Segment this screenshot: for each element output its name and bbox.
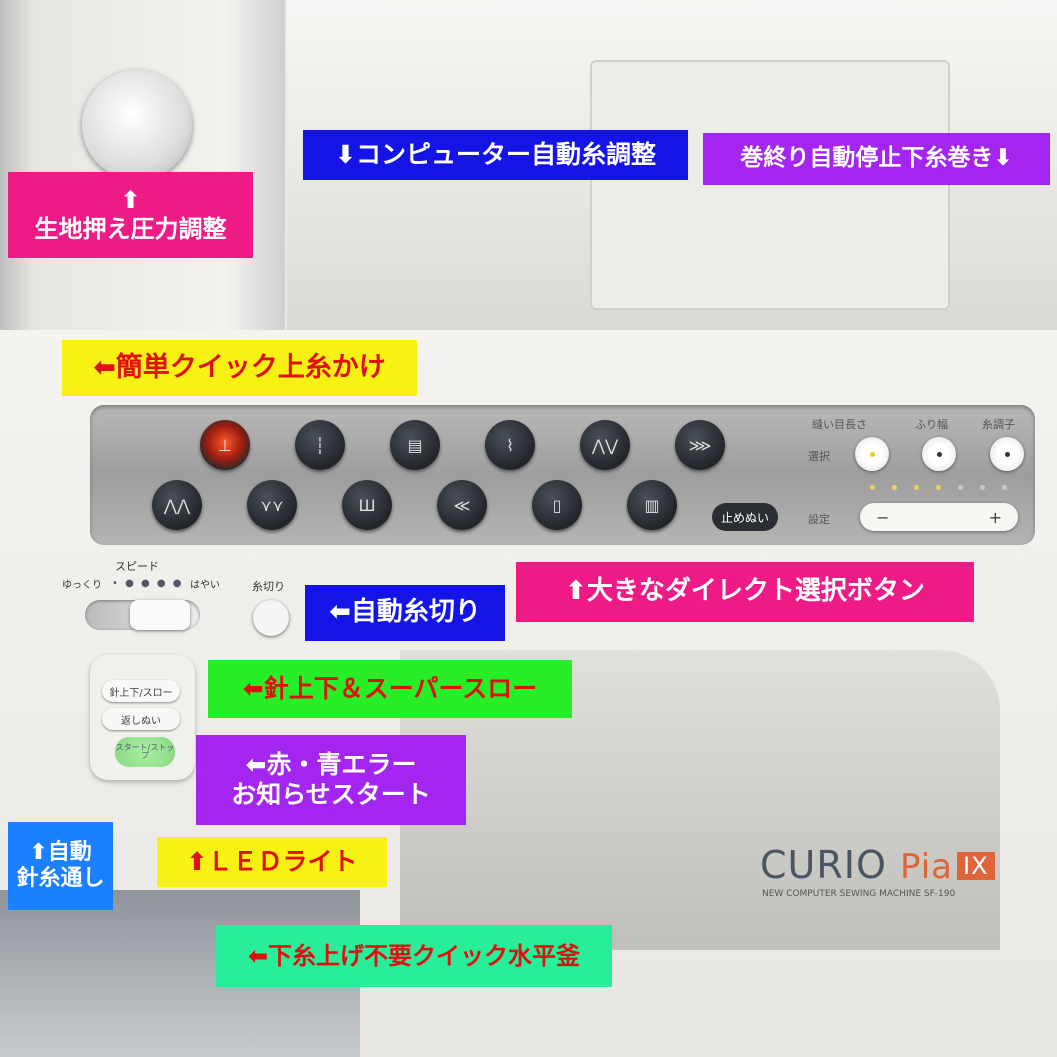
reverse-button[interactable]: 返しぬい xyxy=(102,708,180,730)
stitch-length-label: 縫い目長さ xyxy=(812,418,867,431)
stitch-button[interactable]: ⋀⋁ xyxy=(580,420,630,470)
speed-slow-label: ゆっくり xyxy=(62,580,102,591)
start-stop-button[interactable]: スタート/ストップ xyxy=(115,737,175,767)
label-needle-updown: ⬅針上下＆スーパースロー xyxy=(208,660,572,718)
tension-select-button[interactable] xyxy=(990,437,1024,471)
level-led xyxy=(1002,485,1007,490)
lock-stitch-button[interactable]: 止めぬい xyxy=(712,503,778,531)
width-select-button[interactable] xyxy=(922,437,956,471)
label-presser-foot-pressure: ⬆生地押え圧力調整 xyxy=(8,172,253,258)
thread-cut-button[interactable] xyxy=(253,600,289,636)
brand-tagline: NEW COMPUTER SEWING MACHINE SF-190 xyxy=(762,889,956,899)
select-label: 選択 xyxy=(808,450,830,463)
label-needle-threader: ⬆自動針糸通し xyxy=(8,822,113,910)
stitch-button[interactable]: ▥ xyxy=(627,480,677,530)
stitch-button[interactable]: ⋎⋎ xyxy=(247,480,297,530)
label-bobbin-winder: 巻終り自動停止下糸巻き⬇ xyxy=(703,133,1050,185)
level-led xyxy=(980,485,985,490)
set-label: 設定 xyxy=(808,513,830,526)
level-led xyxy=(958,485,963,490)
tension-label: 糸調子 xyxy=(982,418,1015,431)
stitch-button[interactable]: ⋀⋀ xyxy=(152,480,202,530)
stitch-button[interactable]: Ш xyxy=(342,480,392,530)
speed-fast-label: はやい xyxy=(190,580,220,591)
stitch-button[interactable]: ≪ xyxy=(437,480,487,530)
label-quick-threading: ⬅簡単クイック上糸かけ xyxy=(62,340,417,396)
stitch-button[interactable]: ▯ xyxy=(532,480,582,530)
speed-slider-handle[interactable] xyxy=(130,600,190,630)
speed-dots: • ● ● ● ● xyxy=(112,578,184,589)
adjust-rocker[interactable]: −+ xyxy=(860,503,1018,531)
pressure-dial xyxy=(82,70,192,180)
level-led xyxy=(892,485,897,490)
label-direct-select: ⬆大きなダイレクト選択ボタン xyxy=(516,562,974,622)
width-label: ふり幅 xyxy=(915,418,948,431)
stitch-button[interactable]: ⌇ xyxy=(485,420,535,470)
level-led xyxy=(870,485,875,490)
label-auto-tension: ⬇コンピューター自動糸調整 xyxy=(303,130,688,180)
stitch-button[interactable]: ▤ xyxy=(390,420,440,470)
thread-cut-label: 糸切り xyxy=(252,580,285,593)
speed-title: スピード xyxy=(115,560,159,573)
label-error-start: ⬅赤・青エラーお知らせスタート xyxy=(196,735,466,825)
stitch-length-select-button[interactable] xyxy=(855,437,889,471)
needle-updown-button[interactable]: 針上下/スロー xyxy=(102,680,180,702)
label-auto-cutter: ⬅自動糸切り xyxy=(305,585,505,641)
label-led-light: ⬆ＬＥＤライト xyxy=(157,837,387,887)
label-drop-in-bobbin: ⬅下糸上げ不要クイック水平釜 xyxy=(216,925,612,987)
stitch-button[interactable]: ┆ xyxy=(295,420,345,470)
minus-button[interactable]: − xyxy=(876,507,890,527)
accessory-tray xyxy=(590,60,950,310)
stitch-button[interactable]: ⋙ xyxy=(675,420,725,470)
level-led xyxy=(914,485,919,490)
stitch-button[interactable]: ⊥ xyxy=(200,420,250,470)
level-led xyxy=(936,485,941,490)
plus-button[interactable]: + xyxy=(988,507,1002,527)
